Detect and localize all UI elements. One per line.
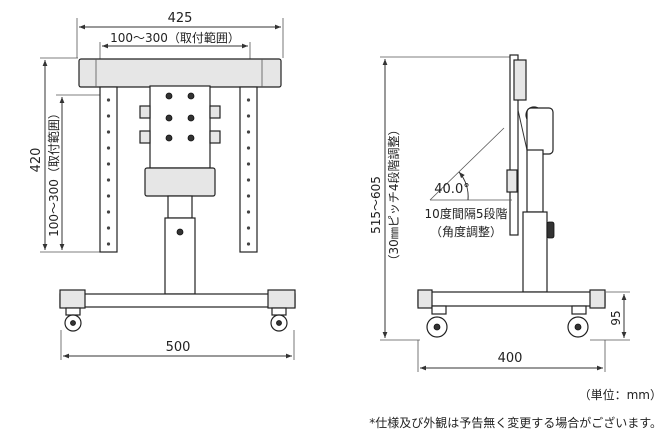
front-height-dim: 420 bbox=[29, 148, 44, 173]
front-width-dim: 425 bbox=[168, 11, 193, 26]
tilt-adjust-label: （角度調整） bbox=[430, 224, 502, 239]
front-mount-range-h: 100～300（取付範囲） bbox=[110, 30, 240, 45]
front-base-width-dim: 500 bbox=[166, 340, 191, 355]
disclaimer: *仕様及び外観は予告無く変更する場合がございます。 bbox=[369, 415, 662, 430]
side-height-range-dim: 515～605 bbox=[369, 176, 383, 234]
side-height-steps: （30㎜ピッチ4段階調整） bbox=[386, 124, 401, 267]
side-view: 515～605 （30㎜ピッチ4段階調整） 40.0° 10度間隔5段階 （角度… bbox=[369, 54, 630, 372]
unit-label: （単位：mm） bbox=[579, 387, 662, 402]
tilt-angle-label: 40.0° bbox=[434, 182, 469, 197]
tilt-steps-label: 10度間隔5段階 bbox=[425, 206, 508, 221]
side-depth-dim: 400 bbox=[498, 351, 523, 366]
front-mount-range-v: 100～300（取付範囲） bbox=[46, 107, 61, 237]
front-view: 425 100～300（取付範囲） 420 100～300（取付範囲） bbox=[29, 11, 296, 360]
side-caster-height-dim: 95 bbox=[609, 310, 623, 325]
